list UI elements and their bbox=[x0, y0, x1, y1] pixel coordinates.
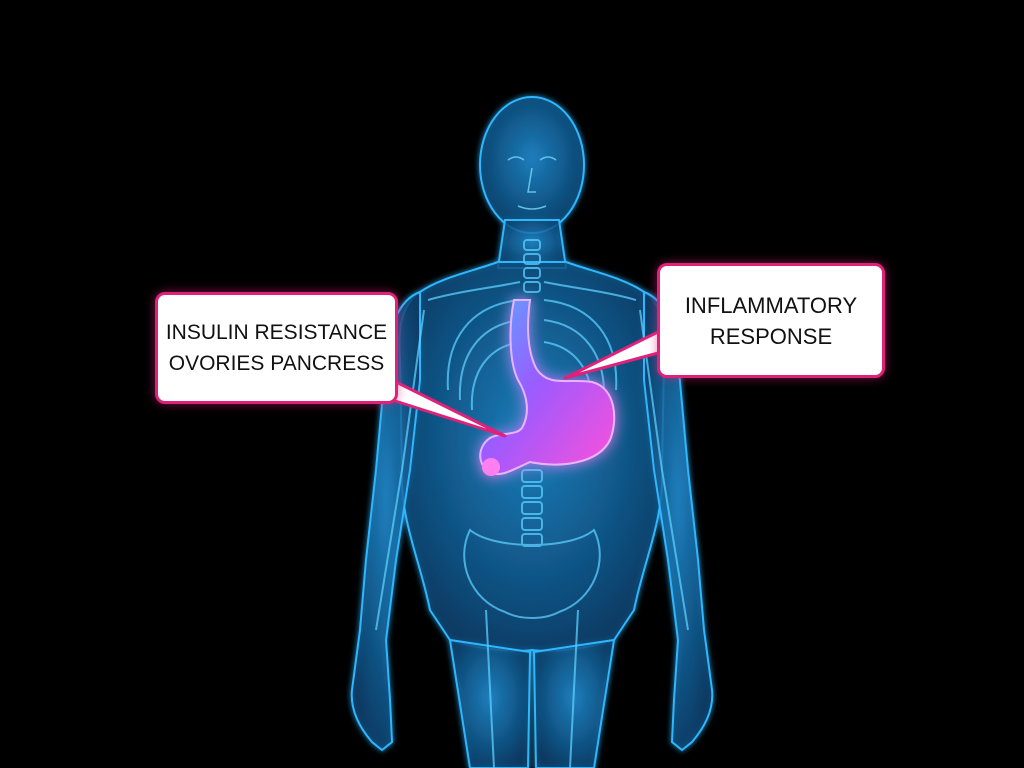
callout-right-line2: RESPONSE bbox=[709, 323, 833, 349]
femur-left bbox=[485, 609, 495, 768]
clavicle-left bbox=[427, 281, 521, 301]
insulin-resistance-callout: INSULIN RESISTANCE OVORIES PANCRESS bbox=[155, 292, 398, 404]
pelvis bbox=[463, 528, 601, 619]
stomach-organ bbox=[479, 299, 616, 476]
forearm-right bbox=[661, 469, 689, 631]
femur-right bbox=[569, 609, 579, 768]
head bbox=[479, 96, 585, 234]
callout-right-line1: INFLAMMATORY bbox=[684, 292, 858, 318]
inflammatory-response-callout: INFLAMMATORY RESPONSE bbox=[657, 263, 885, 378]
spine bbox=[521, 239, 543, 547]
forearm-left bbox=[375, 469, 403, 631]
callout-left-line1: INSULIN RESISTANCE bbox=[165, 321, 388, 344]
neck bbox=[496, 219, 568, 269]
face bbox=[507, 156, 557, 210]
callout-left-line2: OVORIES PANCRESS bbox=[168, 352, 385, 375]
humerus-right bbox=[639, 309, 663, 471]
clavicle-right bbox=[543, 281, 637, 301]
skeleton bbox=[375, 239, 689, 768]
